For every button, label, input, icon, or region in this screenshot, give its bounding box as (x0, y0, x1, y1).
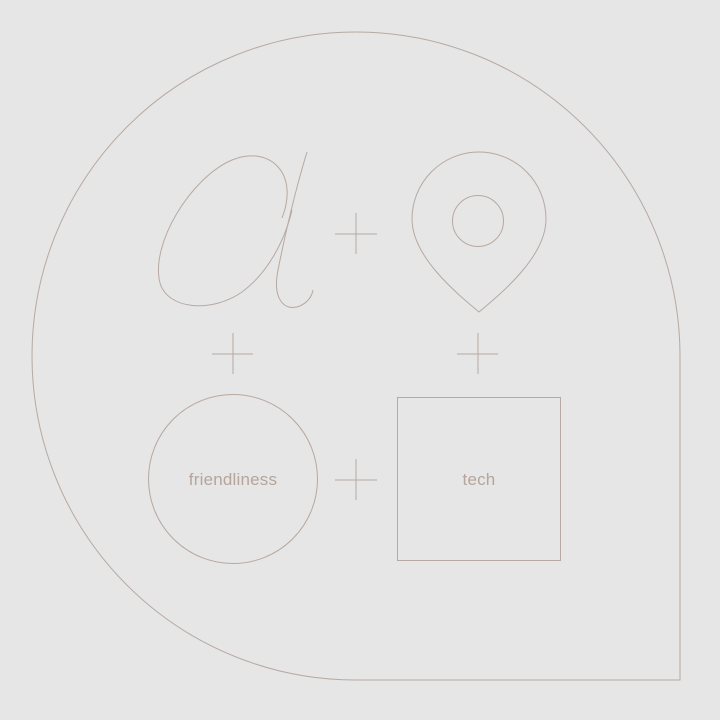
friendliness-label: friendliness (188, 470, 278, 489)
tech-square (397, 397, 561, 561)
plus-icon (335, 213, 377, 254)
plus-icon (335, 459, 377, 500)
plus-icon (457, 333, 498, 374)
plus-icon (212, 333, 253, 374)
map-pin-icon (411, 151, 547, 313)
script-letter-a-icon (158, 151, 314, 308)
friendliness-circle (148, 394, 318, 564)
teardrop-frame (31, 31, 681, 681)
tech-label: tech (462, 470, 496, 489)
